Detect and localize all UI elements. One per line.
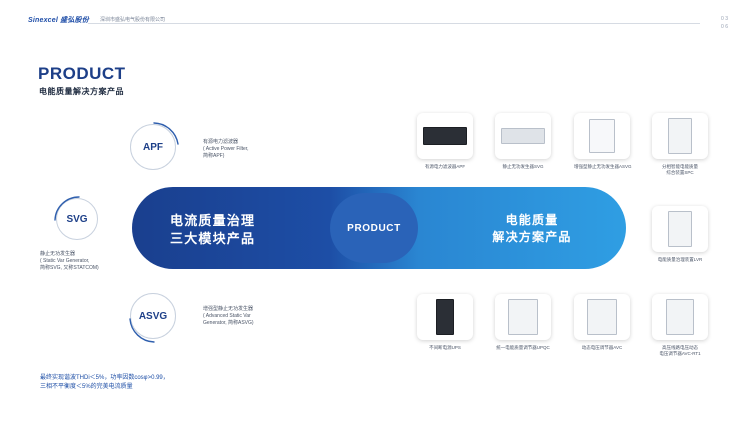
page-number: 0 3 0 6 — [721, 15, 728, 31]
svg-label: 静止无功发生器 ( Static Var Generator, 简称SVG, 又… — [40, 251, 99, 272]
asvg-label-abbr: Generator, 简称ASVG) — [203, 320, 254, 326]
product-svg-caption: 静止无功发生器SVG — [502, 164, 544, 169]
product-svg: 静止无功发生器SVG — [495, 113, 551, 170]
apf-label-cn: 有源电力滤波器 — [203, 139, 239, 145]
asvg-ring-icon — [129, 318, 155, 343]
asvg-label: 增强型静止无功发生器 ( Advanced Static Var Generat… — [203, 306, 254, 327]
page-number-current: 0 3 — [721, 16, 728, 22]
footer-note-line2: 三相不平衡度＜5%的完美电流质量 — [40, 384, 133, 390]
rack-unit-icon — [417, 113, 473, 159]
product-lvr: 电能质量治理装置LVR — [652, 206, 708, 263]
company-name: 深圳市盛弘电气股份有限公司 — [100, 17, 166, 23]
svg-ring-icon — [54, 196, 80, 221]
product-ups: 不间断电源UPS — [417, 294, 473, 351]
cabinet-icon — [495, 294, 551, 340]
asvg-badge: ASVG — [130, 293, 176, 339]
footer-note: 最终实现谐波THDi＜5%，功率因数cosφ>0.99， 三相不平衡度＜5%的完… — [40, 374, 169, 392]
svg-label-cn: 静止无功发生器 — [40, 251, 76, 257]
page-number-total: 0 6 — [721, 24, 728, 30]
product-avc-rt1-caption: 高压线路电压动态 电压调节器AVC-RT1 — [652, 345, 708, 357]
banner-center-circle: PRODUCT — [330, 193, 418, 263]
page-subtitle: 电能质量解决方案产品 — [39, 87, 124, 96]
asvg-module: ASVG — [129, 293, 176, 343]
product-apf: 有源电力滤波器APF — [417, 113, 473, 170]
page-title: PRODUCT — [38, 64, 126, 83]
banner-left-line2: 三大模块产品 — [170, 231, 256, 246]
banner-right-line1: 电能质量 — [505, 213, 559, 227]
product-avc-rt1-caption-line1: 高压线路电压动态 — [662, 345, 698, 350]
product-apf-caption: 有源电力滤波器APF — [424, 164, 466, 169]
product-avc-caption: 动态电压调节器AVC — [581, 345, 623, 350]
rack-unit-icon — [495, 113, 551, 159]
tower-ups-icon — [417, 294, 473, 340]
apf-badge: APF — [130, 124, 176, 170]
product-asvg: 增强型静止无功发生器ASVG — [574, 113, 632, 170]
svg-label-en: ( Static Var Generator, — [40, 258, 90, 264]
header-divider — [88, 23, 700, 24]
wall-cabinet-icon — [574, 113, 630, 159]
product-spc-caption-line1: 分相智能电能质量 — [662, 164, 698, 169]
banner-left-text: 电流质量治理 三大模块产品 — [170, 212, 310, 248]
cabinet-icon — [652, 206, 708, 252]
svg-module: SVG — [54, 196, 98, 240]
banner-right-line2: 解决方案产品 — [492, 230, 572, 244]
product-avc-rt1: 高压线路电压动态 电压调节器AVC-RT1 — [652, 294, 708, 357]
asvg-label-cn: 增强型静止无功发生器 — [203, 306, 254, 312]
product-upqc: 统一电能质量调节器UPQC — [495, 294, 551, 351]
apf-module: APF — [130, 122, 179, 170]
svg-badge: SVG — [56, 198, 98, 240]
company-logo: Sinexcel 盛弘股份 — [28, 17, 89, 24]
product-upqc-caption: 统一电能质量调节器UPQC — [496, 345, 550, 350]
product-avc-rt1-caption-line2: 电压调节器AVC-RT1 — [659, 351, 701, 356]
apf-label-abbr: 简称APF) — [203, 153, 225, 159]
product-spc-caption: 分相智能电能质量 综合装置SPC — [652, 164, 708, 176]
cabinet-icon — [574, 294, 630, 340]
product-lvr-caption: 电能质量治理装置LVR — [657, 257, 703, 262]
product-spc: 分相智能电能质量 综合装置SPC — [652, 113, 708, 176]
apf-label: 有源电力滤波器 ( Active Power Filter, 简称APF) — [203, 139, 249, 160]
svg-label-abbr: 简称SVG, 又称STATCOM) — [40, 265, 99, 271]
cabinet-icon — [652, 294, 708, 340]
apf-label-en: ( Active Power Filter, — [203, 146, 249, 152]
product-avc: 动态电压调节器AVC — [574, 294, 630, 351]
cabinet-icon — [652, 113, 708, 159]
footer-note-line1: 最终实现谐波THDi＜5%，功率因数cosφ>0.99， — [40, 375, 169, 381]
product-spc-caption-line2: 综合装置SPC — [666, 170, 694, 175]
product-asvg-caption: 增强型静止无功发生器ASVG — [574, 164, 632, 169]
apf-ring-icon — [153, 122, 179, 145]
asvg-label-en: ( Advanced Static Var — [203, 313, 251, 319]
banner-left-line1: 电流质量治理 — [170, 213, 256, 228]
product-ups-caption: 不间断电源UPS — [429, 345, 461, 350]
banner-right-text: 电能质量 解决方案产品 — [462, 212, 602, 246]
